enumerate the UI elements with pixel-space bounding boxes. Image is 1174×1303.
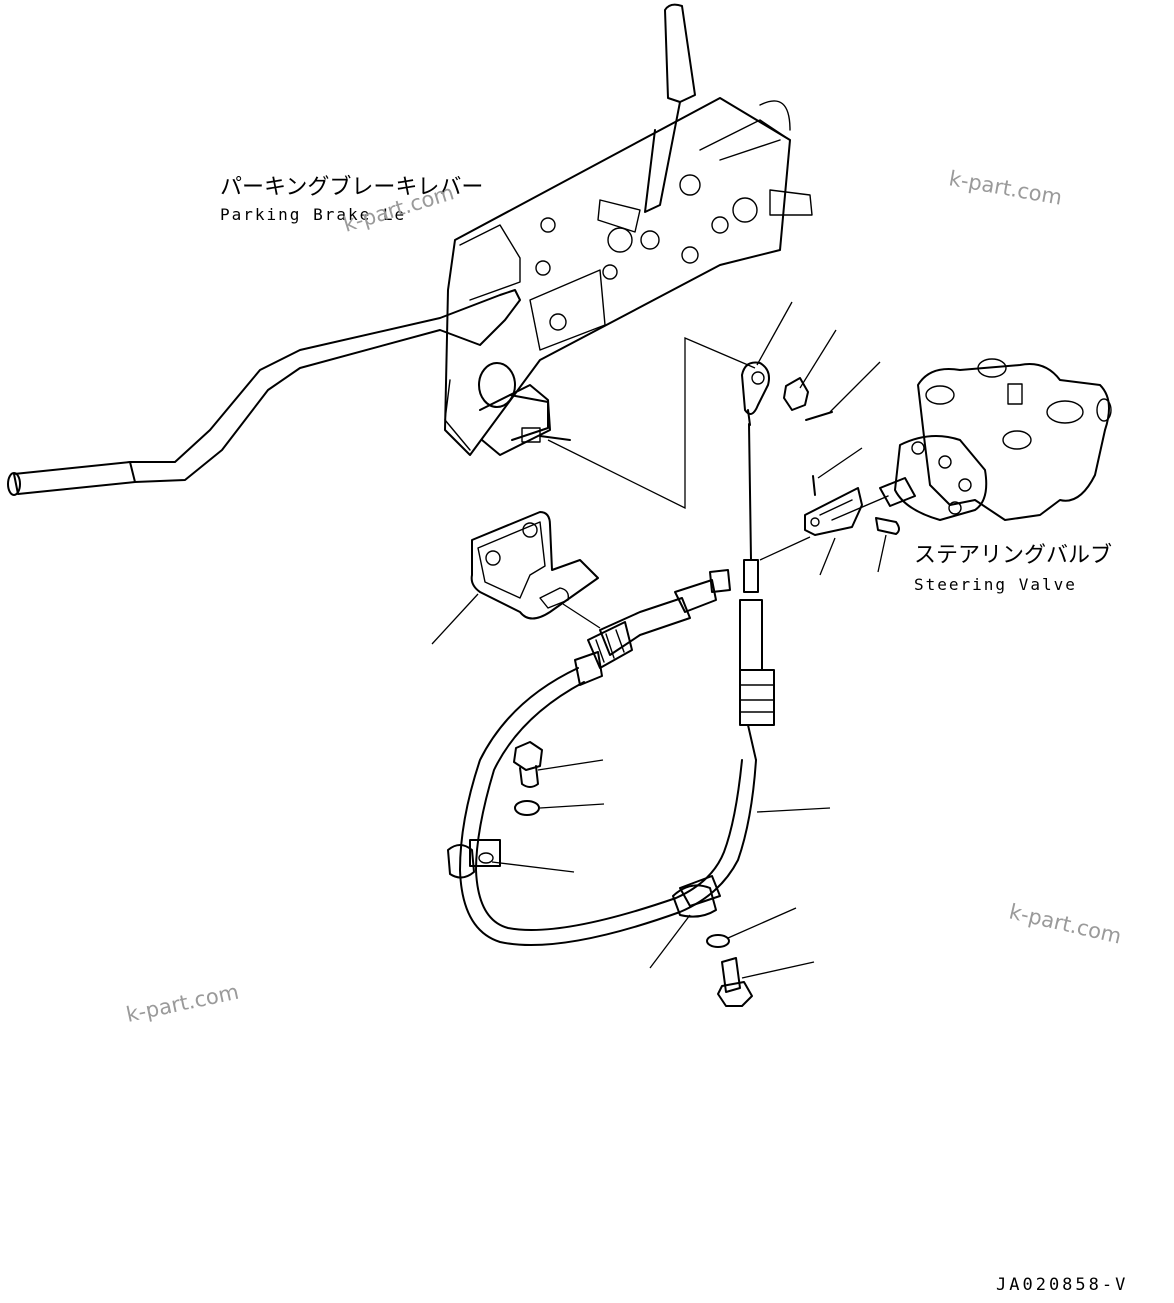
castle-nut [783,377,809,411]
control-cable [447,423,775,946]
steering-valve-label-jp: ステアリングバルブ [914,543,1112,568]
parking-brake-label-jp: パーキングブレーキレバー [220,175,483,200]
rod-end [741,361,770,426]
cotter-pin [805,411,833,421]
clevis-pin [875,517,900,535]
cable-bracket [470,511,599,620]
steering-valve [831,358,1112,521]
watermark: k-part.com [124,980,241,1027]
bolt-upper [513,741,543,788]
connection-line [547,337,756,510]
bolt-lower [717,957,753,1007]
parking-brake-lever-assembly [7,3,813,496]
clevis [804,487,863,536]
split-pin [812,475,816,496]
washer-upper [514,800,540,816]
connection-line [759,536,811,561]
steering-valve-label-en: Steering Valve [914,575,1077,594]
parking-brake-label-en: Parking Brake Le [220,205,406,224]
connection-line [562,603,601,629]
drawing-code: JA020858-V [996,1275,1128,1295]
watermark: k-part.com [947,166,1064,209]
leader-lines [431,301,887,979]
watermark: k-part.com [1007,899,1124,948]
washer-lower [706,934,730,948]
